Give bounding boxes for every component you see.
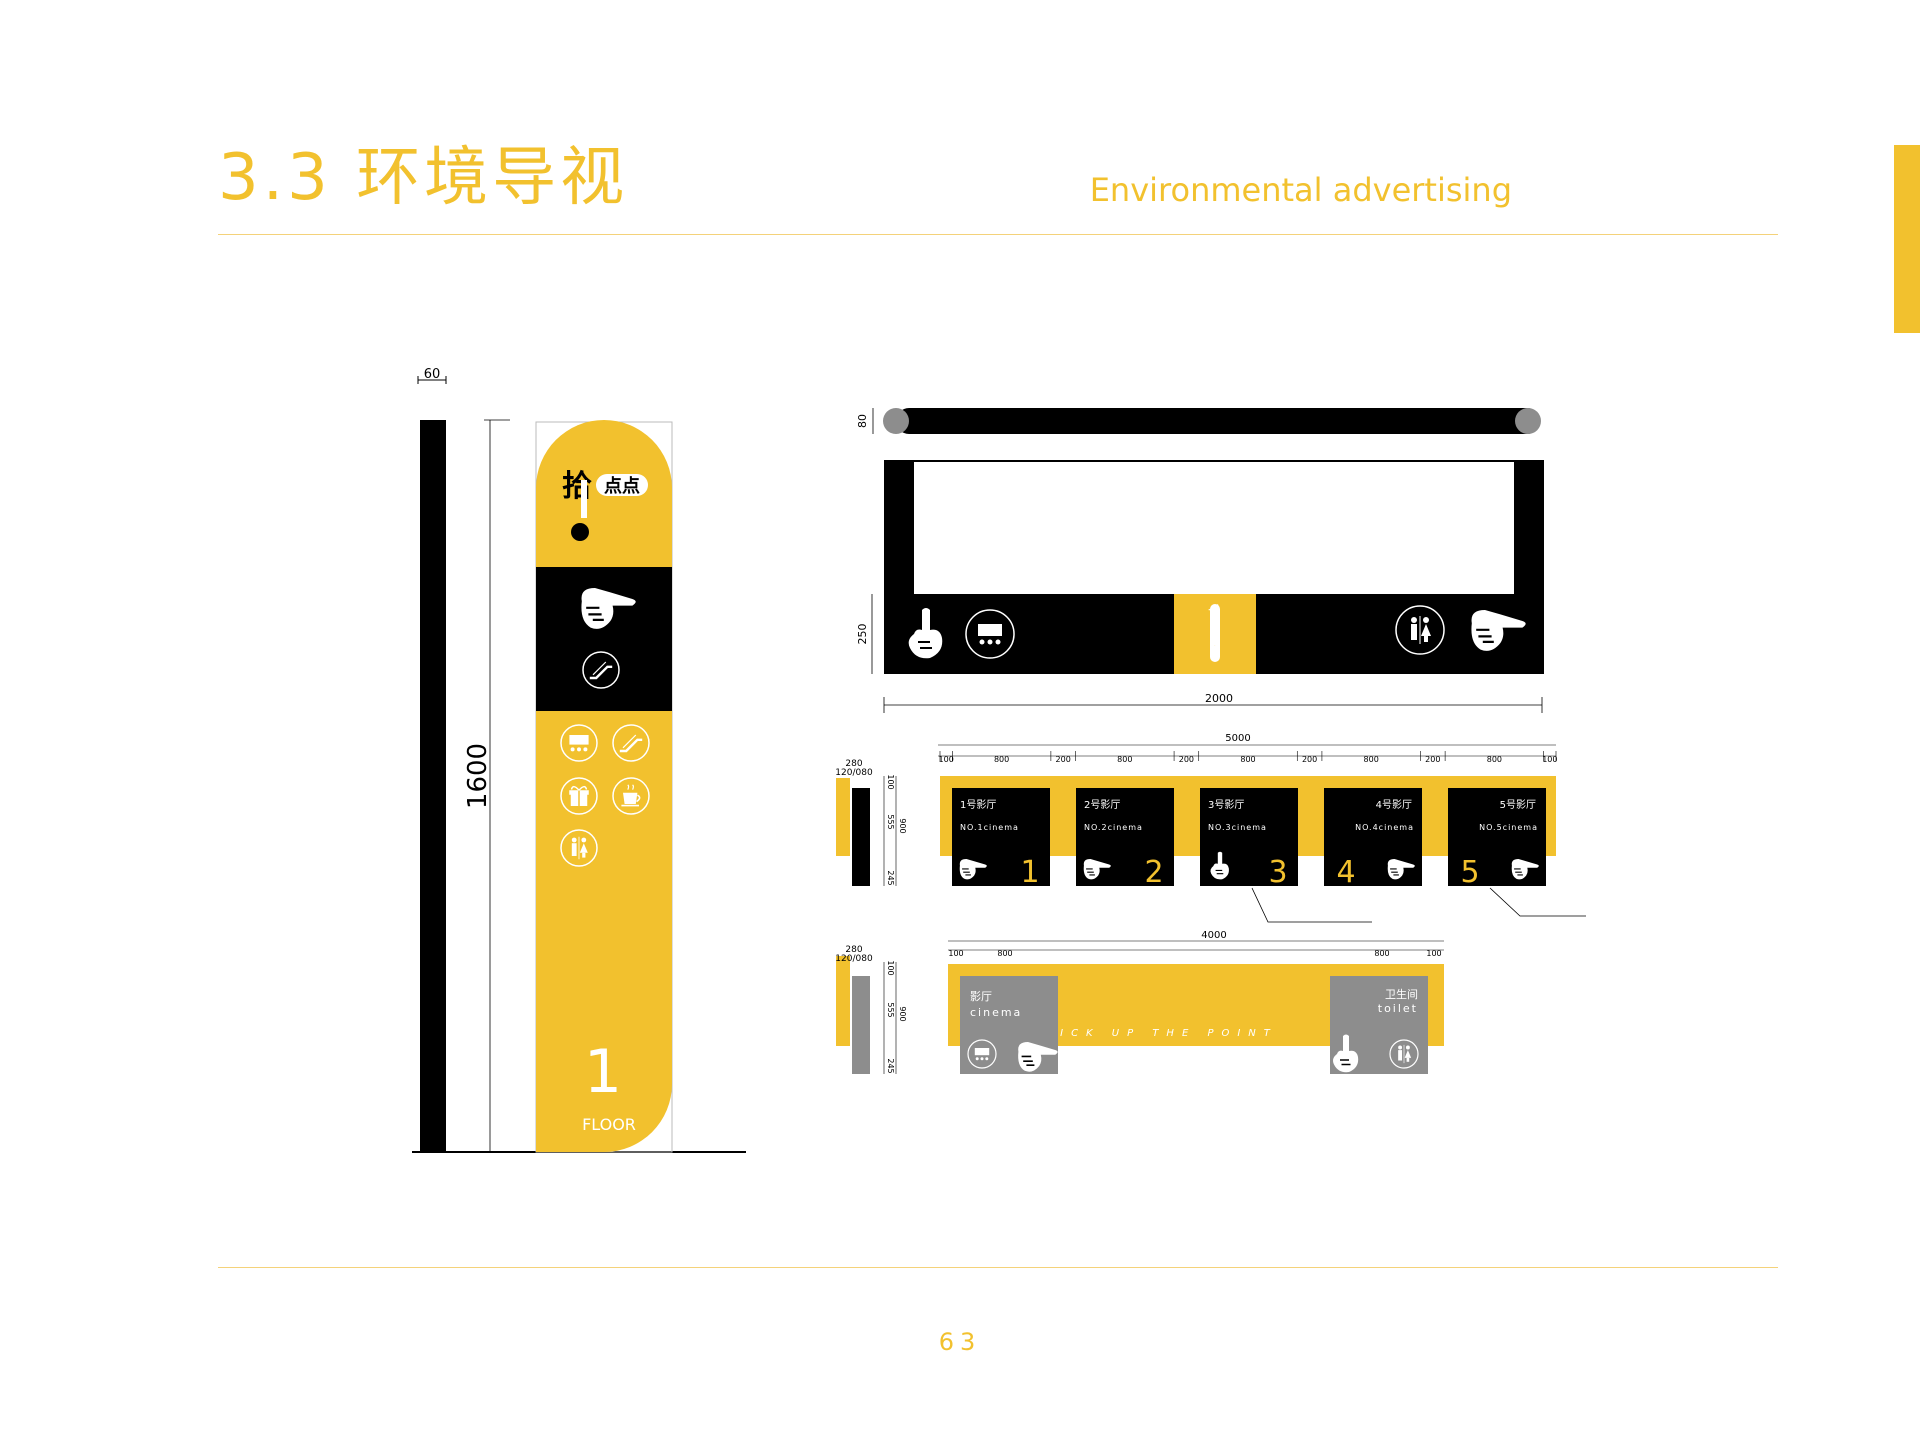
hall-name-en: NO.1cinema bbox=[960, 823, 1019, 832]
cinema-dim-seg: 800 bbox=[1117, 755, 1132, 764]
hanging-dim-rod: 80 bbox=[856, 414, 869, 428]
direction-slogan: PICK UP THE POINT bbox=[1046, 1028, 1278, 1039]
footer-divider bbox=[218, 1267, 1778, 1268]
cinema-hall-panel: 5号影厅 NO.5cinema 5 bbox=[1448, 788, 1546, 890]
direction-dim-seg-1: 100 bbox=[948, 949, 963, 958]
direction-side-mid: 555 bbox=[886, 1002, 895, 1017]
brand-logo: 拾 点点 bbox=[562, 469, 648, 541]
floor-number: 1 bbox=[584, 1037, 622, 1107]
direction-side-top: 100 bbox=[886, 960, 895, 975]
cinema-hall-panel: 2号影厅 NO.2cinema 2 bbox=[1076, 788, 1174, 890]
direction-board-drawing: 280 120/080 100 555 900 245 4000 100 800… bbox=[835, 930, 1444, 1074]
cinema-dim-total: 5000 bbox=[1225, 733, 1250, 744]
cinema-dim-seg: 200 bbox=[1425, 755, 1440, 764]
cinema-side-bottom: 245 bbox=[886, 870, 895, 885]
cinema-dim-seg: 200 bbox=[1302, 755, 1317, 764]
cinema-side-mid: 555 bbox=[886, 814, 895, 829]
cinema-icon bbox=[965, 609, 1015, 659]
coffee-icon bbox=[612, 777, 650, 815]
hanging-dim-panel: 250 bbox=[856, 624, 869, 645]
direction-side-depth: 280 bbox=[845, 945, 862, 955]
cinema-dim-seg: 200 bbox=[1179, 755, 1194, 764]
direction-dim-seg-3: 800 bbox=[1374, 949, 1389, 958]
hanging-sign-drawing: 80 1 250 2000 bbox=[856, 408, 1544, 713]
hall-number: 1 bbox=[1020, 855, 1039, 890]
cinema-dim-seg: 800 bbox=[1487, 755, 1502, 764]
header-divider bbox=[218, 234, 1778, 235]
hall-name-cn: 4号影厅 bbox=[1376, 799, 1412, 811]
svg-text:点点: 点点 bbox=[604, 475, 640, 497]
hall-name-en: NO.4cinema bbox=[1355, 823, 1414, 832]
escalator-icon bbox=[612, 724, 650, 762]
direction-side-height: 900 bbox=[898, 1006, 907, 1021]
cinema-hall-panel: 3号影厅 NO.3cinema 3 bbox=[1200, 788, 1298, 890]
direction-dim-seg-4: 100 bbox=[1426, 949, 1441, 958]
cinema-dim-seg: 200 bbox=[1056, 755, 1071, 764]
cinema-hall-panel: 1号影厅 NO.1cinema 1 bbox=[952, 788, 1050, 890]
svg-text:拾: 拾 bbox=[562, 469, 592, 504]
direction-right-en: toilet bbox=[1378, 1002, 1418, 1015]
cinema-side-depth: 280 bbox=[845, 759, 862, 769]
cinema-icon bbox=[560, 724, 598, 762]
cinema-dim-seg: 800 bbox=[1364, 755, 1379, 764]
cinema-side-height: 900 bbox=[898, 818, 907, 833]
cinema-side-thick: 120/080 bbox=[835, 768, 873, 778]
toilet-icon bbox=[1395, 605, 1445, 655]
hall-name-cn: 5号影厅 bbox=[1500, 799, 1536, 811]
direction-right-cn: 卫生间 bbox=[1385, 987, 1418, 1001]
direction-left-en: cinema bbox=[970, 1006, 1022, 1019]
hall-name-cn: 3号影厅 bbox=[1208, 799, 1244, 811]
toilet-icon bbox=[1389, 1039, 1419, 1069]
direction-left-cn: 影厅 bbox=[970, 990, 992, 1003]
totem-dim-height: 1600 bbox=[463, 743, 493, 809]
direction-dim-seg-2: 800 bbox=[997, 949, 1012, 958]
hanging-dim-width: 2000 bbox=[1205, 692, 1233, 705]
hall-name-en: NO.3cinema bbox=[1208, 823, 1267, 832]
totem-dim-top: 60 bbox=[424, 367, 441, 382]
direction-dim-total: 4000 bbox=[1201, 930, 1226, 941]
escalator-icon bbox=[582, 651, 620, 689]
hall-number: 5 bbox=[1460, 855, 1479, 890]
page-number: 63 bbox=[938, 1328, 982, 1356]
hanging-center-number: 1 bbox=[1215, 645, 1216, 647]
page-title: 3.3 环境导视 bbox=[218, 141, 629, 215]
cinema-dim-seg: 100 bbox=[1542, 755, 1557, 764]
hall-name-en: NO.2cinema bbox=[1084, 823, 1143, 832]
direction-side-bottom: 245 bbox=[886, 1058, 895, 1073]
cinema-dim-seg: 800 bbox=[994, 755, 1009, 764]
cinema-icon bbox=[967, 1039, 997, 1069]
cinema-dim-seg: 800 bbox=[1240, 755, 1255, 764]
hall-number: 2 bbox=[1144, 855, 1163, 890]
cinema-side-top: 100 bbox=[886, 774, 895, 789]
section-tab bbox=[1894, 145, 1920, 333]
hall-number: 3 bbox=[1268, 855, 1287, 890]
floor-label: FLOOR bbox=[582, 1115, 636, 1134]
page-subtitle: Environmental advertising bbox=[1089, 171, 1512, 209]
direction-side-thick: 120/080 bbox=[835, 954, 873, 964]
hall-name-cn: 1号影厅 bbox=[960, 799, 996, 811]
cinema-dim-seg: 100 bbox=[939, 755, 954, 764]
cinema-hall-panel: 4号影厅 NO.4cinema 4 bbox=[1324, 788, 1422, 890]
hall-name-en: NO.5cinema bbox=[1479, 823, 1538, 832]
totem-drawing: 60 1600 拾 点点 1 FLOOR bbox=[412, 367, 746, 1153]
toilet-icon bbox=[560, 829, 598, 867]
gift-icon bbox=[560, 777, 598, 815]
hall-number: 4 bbox=[1336, 855, 1355, 890]
hall-name-cn: 2号影厅 bbox=[1084, 799, 1120, 811]
